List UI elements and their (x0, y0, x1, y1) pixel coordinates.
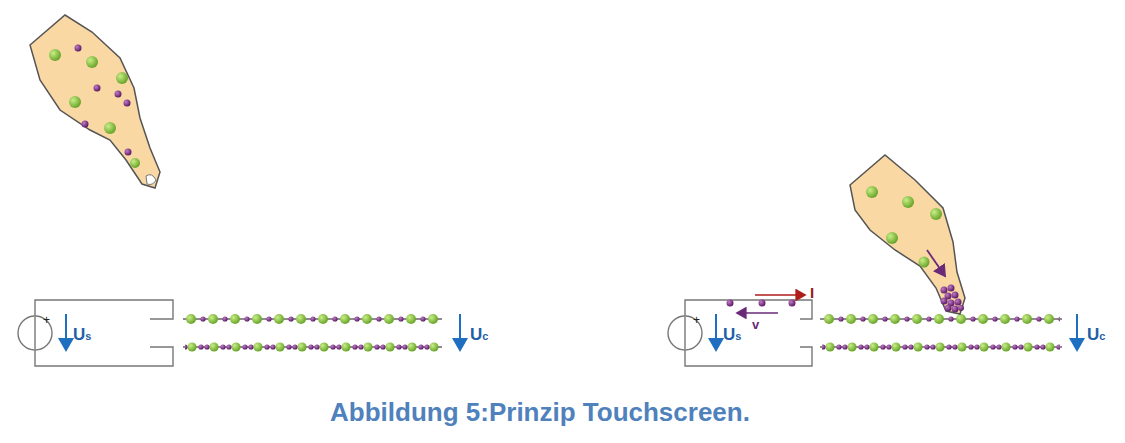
electrons (727, 300, 796, 307)
voltage-arrow (1076, 314, 1078, 350)
polarity-sign: + (693, 314, 700, 326)
current-arrow (755, 294, 805, 296)
velocity-arrow (737, 312, 778, 314)
voltage-arrow (459, 314, 461, 350)
plate-charges (185, 341, 440, 353)
hand (30, 15, 160, 188)
voltage-label: Us (73, 326, 91, 343)
current-label: I (810, 285, 814, 300)
voltage-label: Us (723, 326, 741, 343)
plate-charges (822, 313, 1060, 325)
plate-charges (822, 341, 1060, 353)
voltage-label: Uc (470, 326, 488, 343)
voltage-arrow (65, 314, 67, 350)
figure-caption: Abbildung 5:Prinzip Touchscreen. (330, 397, 750, 428)
plate-charges (185, 313, 440, 325)
capacitor-circuit (668, 300, 812, 366)
voltage-label: Uc (1087, 326, 1105, 343)
velocity-label: v (752, 318, 759, 331)
voltage-arrow (715, 314, 717, 350)
polarity-sign: + (43, 314, 50, 326)
hand (850, 155, 965, 314)
capacitor-circuit (18, 300, 173, 366)
